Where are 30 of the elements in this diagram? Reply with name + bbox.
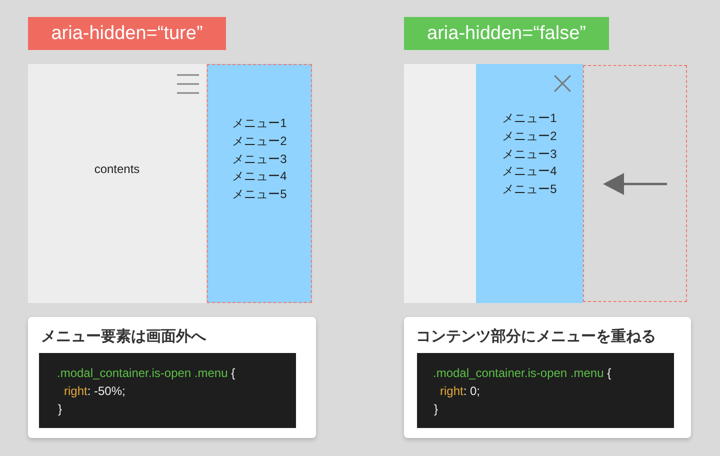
menu-item: メニュー3 (232, 150, 287, 168)
attribute-badge: aria-hidden=“false” (404, 17, 609, 50)
info-card (28, 317, 316, 438)
menu-panel (207, 64, 312, 303)
code-line: .modal_container.is-open .menu { (57, 365, 236, 382)
menu-item: メニュー4 (502, 163, 557, 180)
card-heading: コンテンツ部分にメニューを重ねる (416, 327, 656, 347)
code-line: .modal_container.is-open .menu { (433, 365, 612, 382)
menu-item: メニュー2 (502, 128, 557, 145)
menu-panel (476, 64, 583, 303)
code-line: right: -50%; (64, 383, 126, 400)
menu-item: メニュー2 (232, 132, 287, 150)
code-block (39, 353, 296, 428)
dashed-frame (583, 65, 687, 302)
menu-item: メニュー1 (502, 110, 557, 127)
menu-item: メニュー3 (502, 146, 557, 163)
content-area (404, 64, 476, 303)
info-card (404, 317, 691, 438)
menu-item: メニュー4 (232, 168, 287, 186)
card-heading: メニュー要素は画面外へ (41, 327, 206, 347)
content-area (28, 64, 206, 303)
content-label: contents (93, 161, 141, 177)
menu-item: メニュー5 (232, 186, 287, 204)
menu-item: メニュー5 (502, 181, 557, 198)
code-block (417, 353, 674, 428)
code-line: right: 0; (440, 383, 480, 400)
attribute-badge: aria-hidden=“ture” (28, 17, 226, 50)
code-line: } (58, 401, 62, 418)
code-line: } (434, 401, 438, 418)
menu-item: メニュー1 (232, 115, 287, 132)
